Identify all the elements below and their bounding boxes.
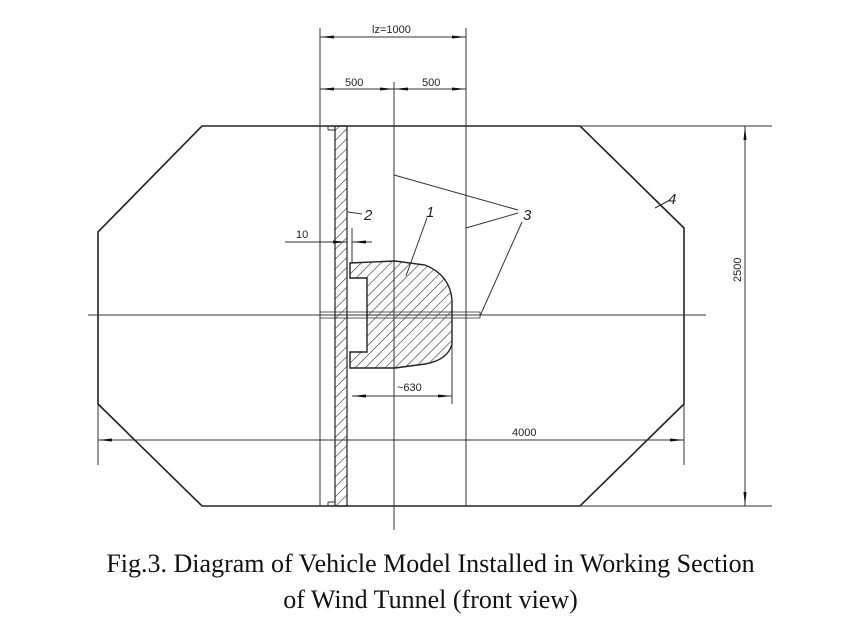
label-mounts: 3: [523, 207, 532, 224]
dim-height-text: 2500: [732, 258, 744, 282]
figure-caption: Fig.3. Diagram of Vehicle Model Installe…: [0, 546, 861, 618]
label-wall: 2: [363, 207, 373, 224]
dim-half-right-text: 500: [422, 77, 440, 89]
dim-lz-text: lz=1000: [372, 24, 411, 36]
wind-tunnel-diagram: lz=1000 500 500 10 ~630 4000 2500 3 1 2 …: [88, 24, 772, 530]
dim-gap-text: 10: [296, 229, 308, 241]
wall-plate: [334, 125, 348, 507]
dim-model-length-text: ~630: [397, 382, 422, 394]
caption-line-1: Fig.3. Diagram of Vehicle Model Installe…: [106, 549, 755, 578]
caption-line-2: of Wind Tunnel (front view): [283, 585, 578, 614]
dim-half-left-text: 500: [345, 77, 363, 89]
label-model: 1: [426, 204, 434, 221]
dim-width-text: 4000: [512, 427, 536, 439]
label-section: 4: [668, 191, 676, 208]
